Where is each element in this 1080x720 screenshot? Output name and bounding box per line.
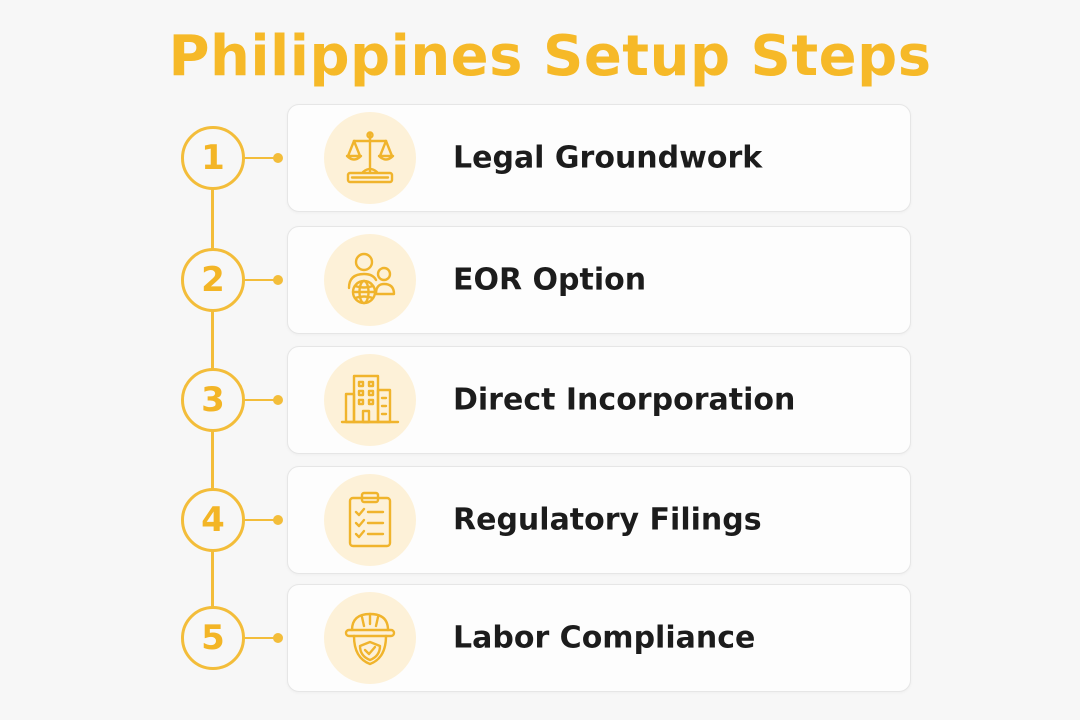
step-number: 5	[181, 606, 245, 670]
page-title: Philippines Setup Steps	[168, 24, 932, 89]
connector-line	[242, 637, 278, 639]
connector-dot	[273, 153, 283, 163]
connector-dot	[273, 275, 283, 285]
step-label: EOR Option	[453, 262, 647, 298]
step-card-direct-incorporation: Direct Incorporation	[287, 346, 911, 454]
step-label: Regulatory Filings	[453, 502, 762, 538]
connector-dot	[273, 633, 283, 643]
step-1: 1 Legal Groundwork	[0, 104, 1080, 212]
step-number: 2	[181, 248, 245, 312]
connector-line	[242, 399, 278, 401]
step-3: 3 Direct Incorporation	[0, 346, 1080, 454]
people-globe-icon	[324, 234, 416, 326]
connector-line	[242, 519, 278, 521]
step-label: Legal Groundwork	[453, 140, 763, 176]
step-label: Direct Incorporation	[453, 382, 796, 418]
connector-line	[242, 279, 278, 281]
connector-dot	[273, 515, 283, 525]
step-card-regulatory-filings: Regulatory Filings	[287, 466, 911, 574]
step-label: Labor Compliance	[453, 620, 756, 656]
step-number: 1	[181, 126, 245, 190]
step-card-labor-compliance: Labor Compliance	[287, 584, 911, 692]
step-number: 4	[181, 488, 245, 552]
connector-dot	[273, 395, 283, 405]
clipboard-checklist-icon	[324, 474, 416, 566]
step-number: 3	[181, 368, 245, 432]
step-card-legal-groundwork: Legal Groundwork	[287, 104, 911, 212]
step-5: 5 Labor Compliance	[0, 584, 1080, 692]
connector-line	[242, 157, 278, 159]
step-4: 4 Regulatory Filings	[0, 466, 1080, 574]
office-building-icon	[324, 354, 416, 446]
step-card-eor-option: EOR Option	[287, 226, 911, 334]
hard-hat-shield-icon	[324, 592, 416, 684]
step-2: 2 EOR Option	[0, 226, 1080, 334]
scales-of-justice-icon	[324, 112, 416, 204]
